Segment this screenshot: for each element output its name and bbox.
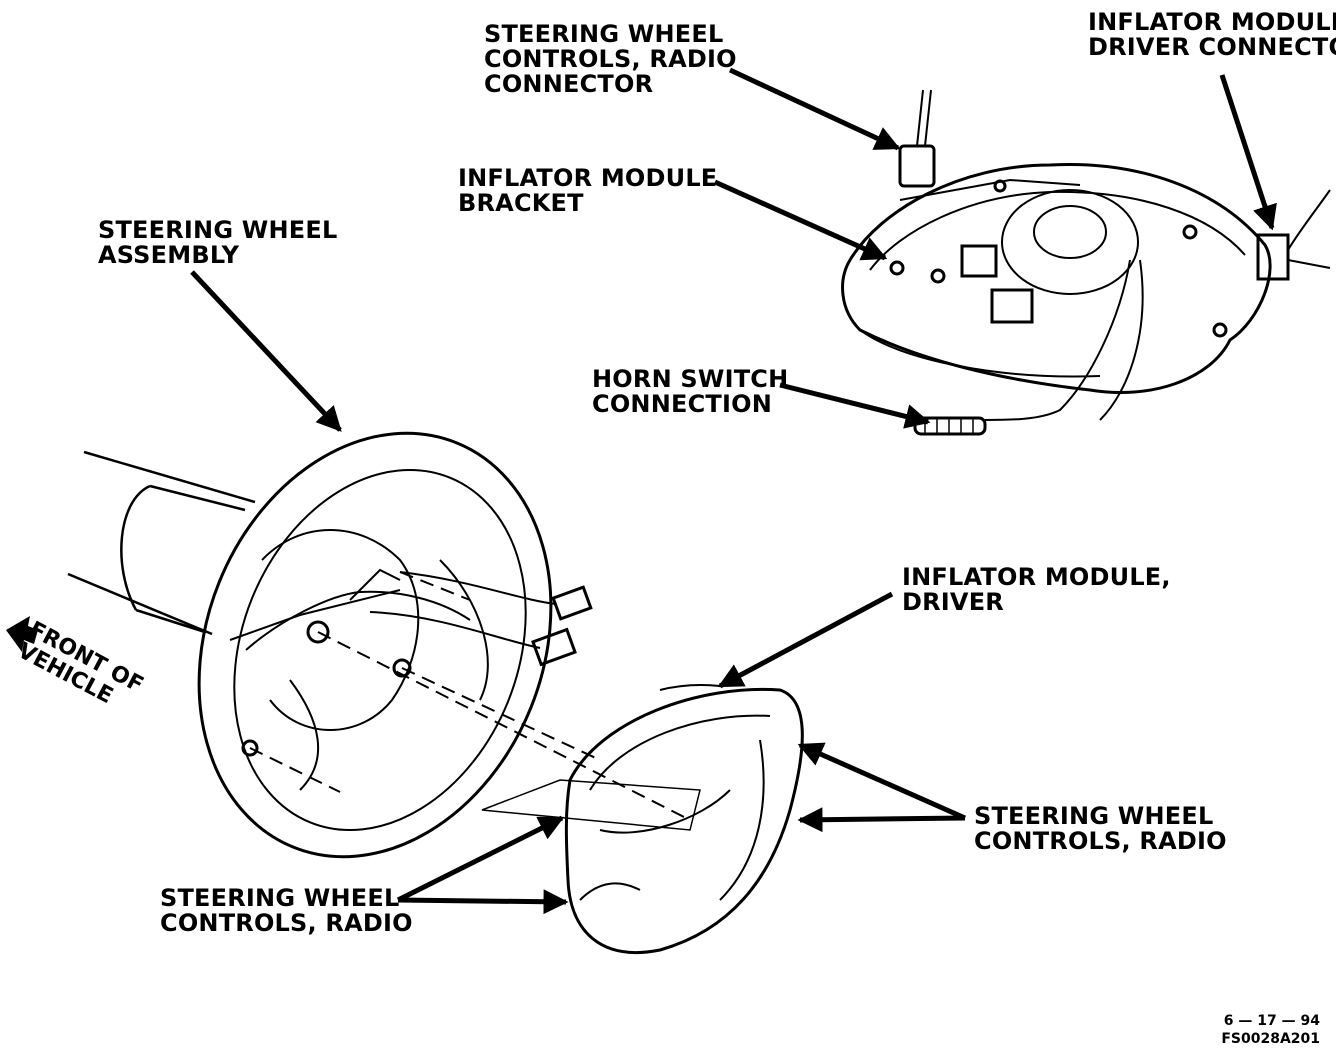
label-line: INFLATOR MODULE <box>458 164 718 192</box>
arrow-radio-left-lower <box>397 889 569 915</box>
label-line: CONTROLS, RADIO <box>160 909 413 937</box>
label-line: STEERING WHEEL <box>160 884 400 912</box>
arrow-radio-right-lower <box>797 807 966 833</box>
label-line: BRACKET <box>458 189 584 217</box>
label-line: DRIVER <box>902 588 1004 616</box>
label-inflator-module-driver: INFLATOR MODULE, DRIVER <box>902 565 1171 615</box>
label-steering-wheel-controls-radio-left: STEERING WHEEL CONTROLS, RADIO <box>160 886 413 936</box>
label-line: CONNECTION <box>592 390 772 418</box>
arrow-radio-connector <box>728 67 901 151</box>
stamp-code: FS0028A201 <box>1221 1031 1320 1047</box>
label-line: INFLATOR MODULE <box>1088 10 1336 36</box>
document-stamp: 6 — 17 — 94 FS0028A201 <box>1221 1012 1320 1048</box>
inflator-module-detail-drawing <box>841 89 1331 436</box>
arrow-steering-wheel-assembly <box>190 270 342 432</box>
arrow-inflator-bracket <box>713 179 888 261</box>
leader-arrows <box>190 67 1277 915</box>
label-line: DRIVER CONNECTOR <box>1088 33 1336 60</box>
stamp-date: 6 — 17 — 94 <box>1223 1013 1320 1029</box>
label-line: CONNECTOR <box>484 70 654 98</box>
label-line: STEERING WHEEL <box>974 802 1214 830</box>
alignment-plane <box>481 779 701 831</box>
label-inflator-module-bracket: INFLATOR MODULE BRACKET <box>458 166 717 216</box>
arrow-inflator-driver-connector <box>1219 74 1277 231</box>
label-steering-wheel-controls-radio-right: STEERING WHEEL CONTROLS, RADIO <box>974 804 1227 854</box>
label-line: STEERING WHEEL <box>98 216 338 244</box>
label-line: INFLATOR MODULE, <box>902 563 1171 591</box>
label-steering-wheel-controls-radio-connector: STEERING WHEEL CONTROLS, RADIO CONNECTOR <box>484 22 737 97</box>
steering-column <box>67 450 256 636</box>
arrow-inflator-driver <box>717 591 894 689</box>
label-inflator-module-driver-connector: INFLATOR MODULE DRIVER CONNECTOR <box>1088 10 1336 60</box>
label-horn-switch-connection: HORN SWITCH CONNECTION <box>592 367 788 417</box>
label-steering-wheel-assembly: STEERING WHEEL ASSEMBLY <box>98 218 337 268</box>
label-line: CONTROLS, RADIO <box>484 45 737 73</box>
inflator-module-driver-drawing <box>564 684 804 955</box>
arrow-horn-switch <box>779 382 931 429</box>
steering-wheel-assembly-drawing <box>197 431 593 859</box>
arrow-radio-left-upper <box>396 815 565 903</box>
label-line: HORN SWITCH <box>592 365 789 393</box>
label-line: CONTROLS, RADIO <box>974 827 1227 855</box>
label-line: STEERING WHEEL <box>484 20 724 48</box>
arrow-radio-right-upper <box>797 742 967 821</box>
label-line: ASSEMBLY <box>98 241 240 269</box>
front-of-vehicle-arrow-icon <box>6 616 38 652</box>
alignment-lines <box>249 571 691 821</box>
